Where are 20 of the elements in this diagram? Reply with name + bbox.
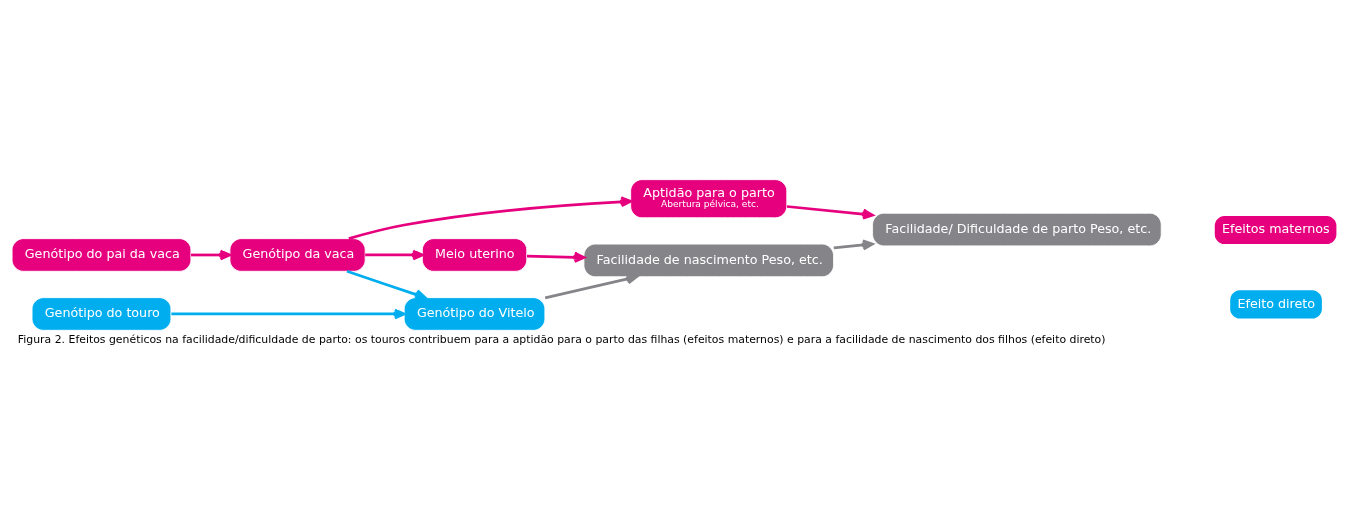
node-box: Facilidade de nascimento Peso, etc. [583,243,834,278]
arrow [544,273,638,300]
caption: Figura 2. Efeitos genéticos na facilidade/dificuldade de parto: os touros contribuem para a aptidão para o parto das filhas (efeitos maternos) e para a facilidade de nascimento dos filhos (efeito direto) [17,332,1106,346]
arrow [191,249,232,261]
arrow [171,308,406,320]
node-box: Aptidão para o parto Abertura pélvica, etc. [630,179,788,219]
node-box: Facilidade/ Dificuldade de parto Peso, etc. [872,212,1162,247]
arrow [833,239,874,251]
arrow [348,196,632,240]
arrow [786,205,874,220]
node-box: Genótipo do touro [31,297,172,331]
arrow [365,249,424,261]
arrow [527,251,586,263]
node-box: Genótipo do Vitelo [403,297,546,331]
legend-label: Efeito direto [1237,295,1316,311]
node-box: Genótipo do pai da vaca [11,238,192,272]
legend-label: Efeitos maternos [1222,221,1330,237]
node-box: Meio uterino [421,238,528,272]
arrow [346,270,427,300]
node-box: Genótipo da vaca [229,238,366,272]
